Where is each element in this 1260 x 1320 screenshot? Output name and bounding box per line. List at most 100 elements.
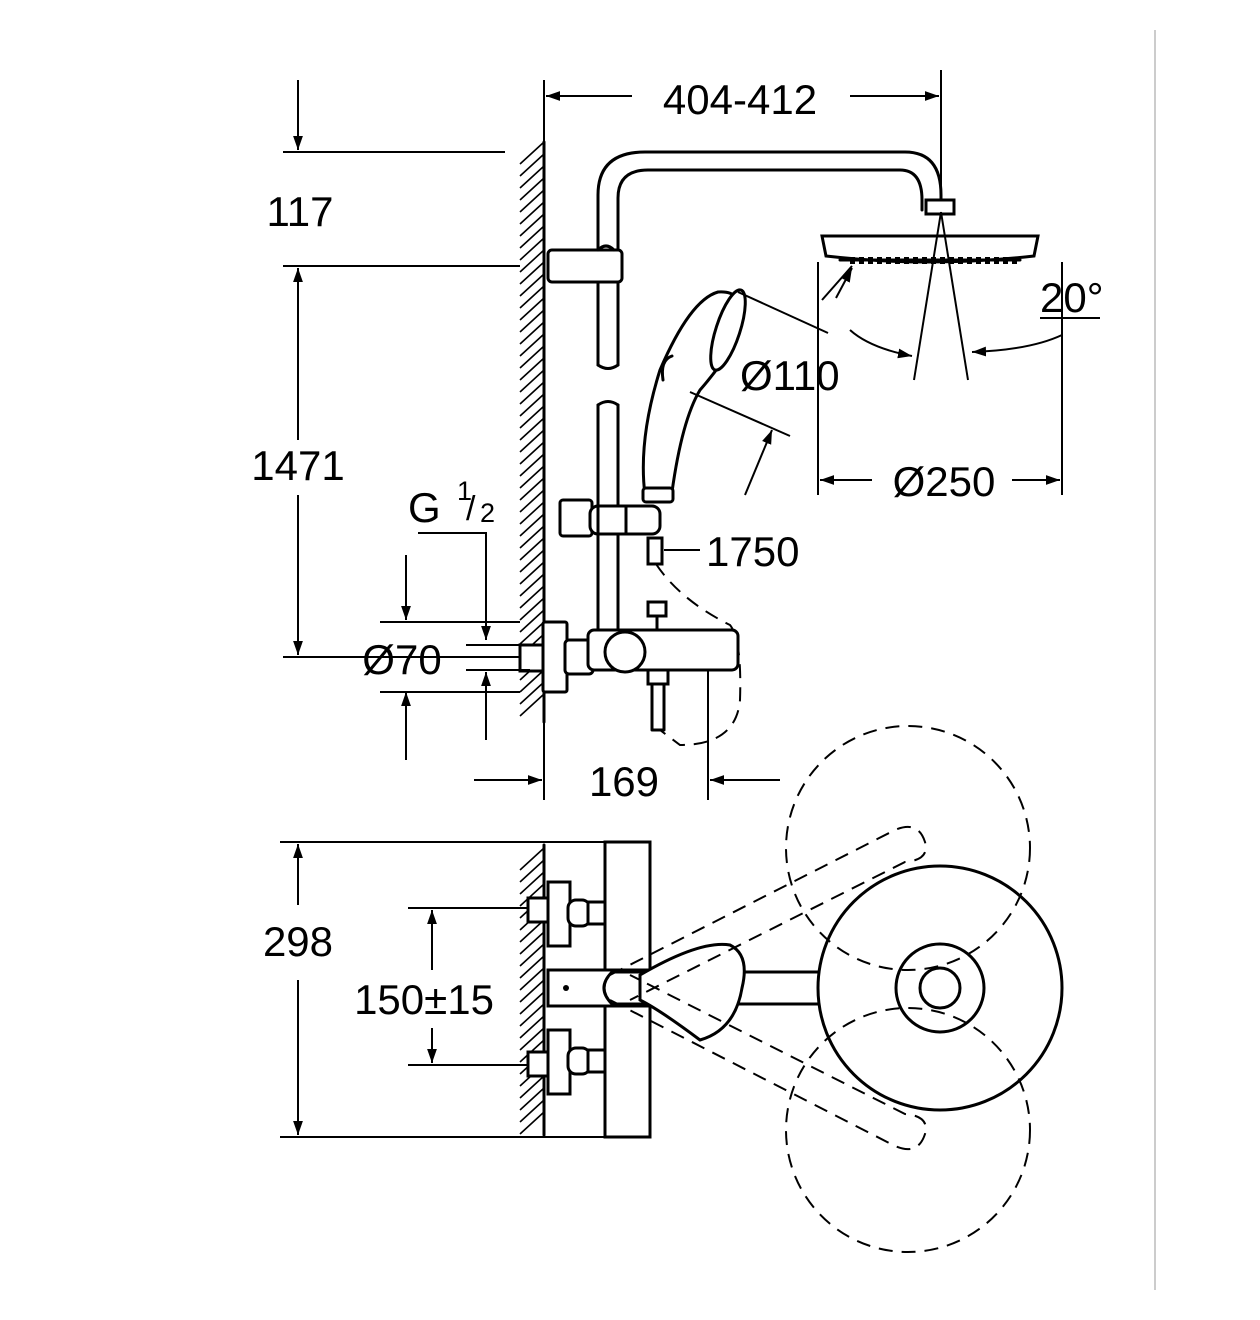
- hatch-line: [519, 1015, 545, 1039]
- hatch-line: [519, 513, 545, 537]
- hatch-line: [519, 561, 545, 585]
- nozzle: [886, 257, 891, 264]
- nozzle: [868, 257, 873, 264]
- hatch-line: [519, 201, 545, 225]
- hatch-line: [519, 153, 545, 177]
- hatch-line: [519, 1111, 545, 1135]
- nozzle: [976, 257, 981, 264]
- thermostat-mixer: [518, 600, 740, 732]
- nozzle: [958, 257, 963, 264]
- hatch-line: [519, 225, 545, 249]
- label-tilt-angle: 20°: [1040, 274, 1104, 321]
- shower-arm: [596, 150, 943, 367]
- nozzle: [850, 257, 855, 264]
- label-thread-slash: /: [466, 490, 476, 528]
- label-rail-height: 1471: [251, 442, 344, 489]
- hatch-line: [519, 441, 545, 465]
- label-thread-num: 1: [457, 476, 472, 506]
- wall-hatching: [519, 141, 545, 717]
- nozzle: [967, 257, 972, 264]
- hatch-line: [519, 333, 545, 357]
- hatch-line: [519, 955, 545, 979]
- label-top-offset: 117: [267, 188, 334, 235]
- hatch-line: [519, 309, 545, 333]
- nozzle: [895, 257, 900, 264]
- hatch-line: [519, 501, 545, 525]
- label-thread-den: 2: [480, 498, 495, 528]
- hatch-line: [519, 357, 545, 381]
- hatch-line: [519, 859, 545, 883]
- hatch-line: [519, 1087, 545, 1111]
- hatch-line: [519, 919, 545, 943]
- nozzle: [1012, 257, 1017, 264]
- hatch-line: [519, 597, 545, 621]
- hatch-line: [519, 883, 545, 907]
- label-thread: G: [408, 484, 441, 531]
- hatch-line: [519, 1099, 545, 1123]
- hatch-line: [519, 297, 545, 321]
- label-pipe-diameter: Ø70: [362, 636, 441, 683]
- wall-bracket-top: [546, 248, 624, 284]
- hatch-line: [519, 381, 545, 405]
- hatch-line: [519, 847, 545, 871]
- hatch-line: [519, 871, 545, 895]
- hatch-line: [519, 585, 545, 609]
- hatch-line: [519, 609, 545, 633]
- label-hose-length: 1750: [706, 528, 799, 575]
- slider-bracket: [558, 498, 662, 538]
- label-head-diameter: Ø250: [893, 458, 996, 505]
- nozzle: [904, 257, 909, 264]
- hatch-line: [519, 285, 545, 309]
- hatch-line: [519, 465, 545, 489]
- hatch-line: [519, 417, 545, 441]
- hatch-line: [519, 931, 545, 955]
- nozzle: [913, 257, 918, 264]
- hatch-line: [519, 393, 545, 417]
- hatch-line: [519, 621, 545, 645]
- label-center-distance: 150±15: [354, 976, 494, 1023]
- label-mixer-height: 298: [263, 918, 333, 965]
- hatch-line: [519, 345, 545, 369]
- hatch-line: [519, 477, 545, 501]
- hatch-line: [519, 537, 545, 561]
- hatch-line: [519, 669, 545, 693]
- hatch-line: [519, 321, 545, 345]
- hatch-line: [519, 1003, 545, 1027]
- nozzle: [994, 257, 999, 264]
- hatch-line: [519, 249, 545, 273]
- hatch-line: [519, 991, 545, 1015]
- nozzle: [922, 257, 927, 264]
- hatch-line: [519, 489, 545, 513]
- hatch-line: [519, 525, 545, 549]
- hatch-line: [519, 141, 545, 165]
- hatch-line: [519, 213, 545, 237]
- label-arm-reach: 404-412: [663, 76, 817, 123]
- nozzle: [985, 257, 990, 264]
- hatch-line: [519, 967, 545, 991]
- hatch-line: [519, 1027, 545, 1051]
- hatch-line: [519, 273, 545, 297]
- hatch-line: [519, 237, 545, 261]
- hatch-line: [519, 573, 545, 597]
- hatch-line: [519, 681, 545, 705]
- nozzle: [859, 257, 864, 264]
- hatch-line: [519, 189, 545, 213]
- nozzle: [877, 257, 882, 264]
- plan-view: [280, 725, 1064, 1253]
- hatch-line: [519, 1075, 545, 1099]
- hatch-line: [519, 405, 545, 429]
- side-view: [283, 70, 1100, 800]
- hatch-line: [519, 177, 545, 201]
- hatch-line: [519, 429, 545, 453]
- label-mixer-depth: 169: [589, 758, 659, 805]
- hatch-line: [519, 453, 545, 477]
- hand-shower: [641, 288, 747, 504]
- hatch-line: [519, 261, 545, 285]
- nozzle: [940, 257, 945, 264]
- hatch-line: [519, 549, 545, 573]
- nozzle: [1003, 257, 1008, 264]
- hatch-line: [519, 165, 545, 189]
- nozzle: [949, 257, 954, 264]
- hatch-line: [519, 943, 545, 967]
